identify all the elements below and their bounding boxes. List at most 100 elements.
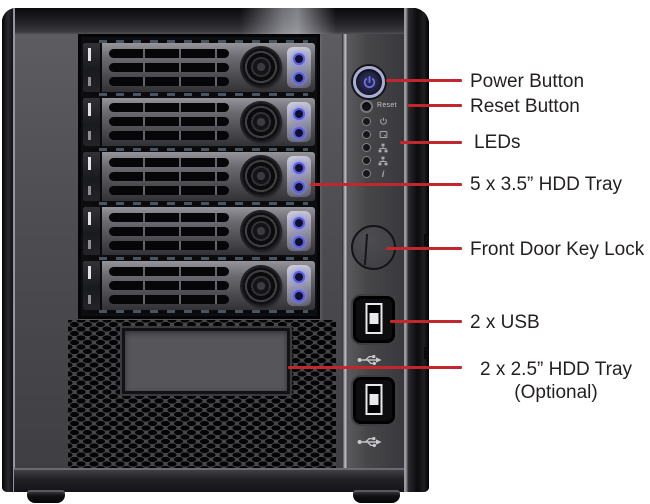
device-foot-left [27,490,65,503]
tray-led [293,290,305,303]
tray-led [293,235,305,248]
drive-tray-3 [83,152,315,201]
tray-vent-slot [109,240,229,250]
tray-vent-slot [109,157,229,167]
drive-bay [78,34,320,319]
tray-lock-knob [242,266,280,305]
info-status-led [362,169,371,178]
tray-knob-area [235,152,287,201]
drive-tray-2 [83,97,315,147]
drive-tray-4 [83,206,315,256]
vent-grille [68,320,336,468]
tray-vent-slot [109,117,229,127]
tray-led [293,107,305,120]
tray-separator [83,255,315,262]
usb-connector [365,303,383,334]
lan-icon [378,156,388,166]
tray-lock-knob [242,102,280,141]
tray-separator [83,91,315,98]
hdd-tray-2-5-panel [122,328,290,394]
tray-knob-area [235,98,287,147]
status-led-column: i [362,117,388,179]
tray-vent-slot [109,171,229,181]
tray-vents [102,207,235,256]
tray-vent-slot [109,103,229,113]
tray-led [293,72,305,84]
tray-knob-area [235,261,287,310]
reset-button [360,100,373,113]
power-button [353,66,385,98]
drive-tray-5 [83,261,315,310]
tray-lock-knob [242,212,280,251]
tray-led-strip [287,156,311,197]
status-led-row [362,117,388,126]
power-icon [378,117,388,127]
lan-icon [378,143,388,153]
tray-knob-area [235,43,287,92]
tray-led [293,162,305,175]
bezel-highlight [240,8,336,34]
callout-line-key-lock [386,247,462,250]
tray-latch [83,152,102,201]
callout-label-25-tray-line1: 2 x 2.5” HDD Tray [479,359,633,380]
usb-icon [357,435,383,449]
tray-led-strip [287,210,311,252]
callout-label-key-lock: Front Door Key Lock [470,239,645,260]
usb-port-1 [353,296,395,343]
nas-front-panel: Reset i [2,8,429,492]
side-hinge-nub [424,234,429,246]
power-status-led [362,117,371,126]
usb-connector [365,384,383,415]
bottom-bezel [14,468,404,492]
callout-line-25-tray [288,366,462,369]
tray-vent-slot [109,281,229,291]
status-led-row [362,156,388,165]
tray-vent-slot [109,131,229,141]
callout-label-usb: 2 x USB [470,312,540,333]
tray-latch [83,43,102,92]
key-slot [363,233,369,266]
tray-separator [83,309,315,314]
tray-separator [83,146,315,153]
side-hinge-nub [424,347,429,359]
tray-led-strip [287,265,311,306]
tray-vents [102,43,235,92]
hdd-status-led [362,130,371,139]
right-side-edge [404,8,429,492]
top-bezel [2,8,429,34]
hdd-icon [378,130,388,140]
callout-line-usb [390,320,462,323]
tray-vent-slot [109,185,229,195]
usb-icon [357,353,383,367]
callout-label-25-tray-line2: (Optional) [514,382,598,403]
callout-line-leds [400,141,462,144]
callout-label-leds: LEDs [474,132,521,153]
status-led-row [362,143,388,152]
tray-led-strip [287,47,311,88]
lan1-status-led [362,143,371,152]
device-foot-right [353,490,400,503]
tray-latch [83,206,102,256]
callout-label-power: Power Button [470,71,585,92]
reset-button-label: Reset [377,102,397,109]
tray-led [293,53,305,65]
tray-vents [102,261,235,310]
tray-latch [83,97,102,147]
drive-tray-1 [83,43,315,92]
tray-led [293,271,305,284]
power-icon [363,75,375,88]
tray-lock-knob [242,157,280,196]
info-icon: i [381,168,385,179]
tray-vent-slot [109,295,229,305]
status-led-row: i [362,168,388,179]
door-edge-divider [342,34,348,470]
status-led-row [362,130,388,139]
tray-vent-slot [109,226,229,236]
tray-vent-slot [109,62,229,72]
callout-line-hdd-tray [310,183,462,186]
tray-vents [102,98,235,147]
callout-label-25-tray: 2 x 2.5” HDD Tray (Optional) [470,358,642,404]
tray-latch [83,261,102,310]
usb-port-2 [353,377,395,424]
tray-separator [83,200,315,207]
